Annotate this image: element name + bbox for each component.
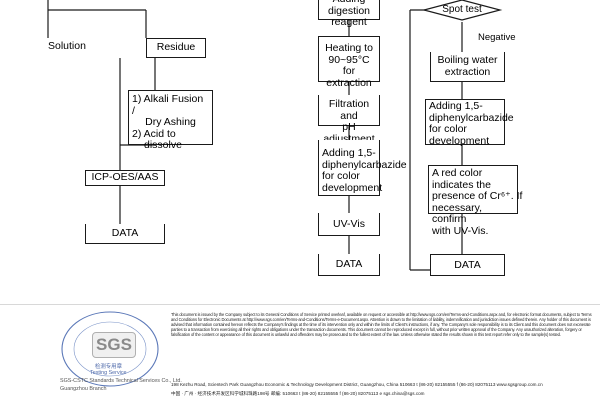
company-name-line-1: SGS-CSTC Standards Technical Services Co… [60, 378, 182, 384]
uv-vis-box: UV-Vis [318, 213, 380, 236]
residue-box: Residue [146, 38, 206, 58]
heating-line-3: extraction [326, 76, 372, 89]
alkali-fusion-box: 1) Alkali Fusion / Dry Ashing 2) Acid to… [128, 90, 213, 151]
seal-chinese-text: 检测专用章 [95, 364, 122, 370]
footer-divider [0, 304, 600, 305]
heating-line-2: 90~95°C for [328, 53, 370, 77]
testing-service-seal [61, 311, 159, 387]
digestion-line-1: Adding digestion [327, 0, 371, 17]
middle-data-box: DATA [318, 254, 380, 276]
middle-data-label: DATA [335, 258, 363, 270]
middle-adding-line-4: development [322, 181, 383, 194]
right-data-box: DATA [430, 254, 505, 276]
uv-vis-label: UV-Vis [333, 218, 365, 230]
middle-adding-line-3: for color [322, 170, 360, 182]
middle-adding-box: Adding 1,5- diphenylcarbazide for color … [318, 140, 407, 196]
heating-line-1: Heating to [325, 42, 373, 54]
red-line-1: A red color [432, 167, 483, 179]
disclaimer-text: This document is issued by the Company s… [171, 312, 592, 337]
filtration-box: Filtration and pH adjustment [318, 95, 380, 144]
heating-box: Heating to 90~95°C for extraction [318, 36, 380, 88]
seal-service-text: Testing Service [90, 370, 127, 376]
spot-test-diamond [421, 0, 503, 21]
right-adding-line-2: diphenylcarbazide [429, 111, 514, 124]
digestion-line-2: reagent [331, 16, 367, 28]
digestion-reagent-box: Adding digestion reagent [318, 0, 380, 28]
left-data-box: DATA [85, 224, 165, 244]
middle-adding-line-2: diphenylcarbazide [322, 158, 407, 171]
left-data-label: DATA [111, 227, 139, 239]
red-line-3: presence of Cr⁶⁺. If [432, 190, 523, 202]
address-line-2: 中国 · 广州 · 经济技术开发区科学城科珠路198号 邮编: 510663 t… [171, 391, 425, 396]
flowchart-connectors [47, 0, 503, 271]
right-adding-line-3: for color [429, 123, 467, 135]
middle-adding-line-1: Adding 1,5- [322, 147, 376, 159]
fusion-line-1: 1) Alkali Fusion / [132, 93, 204, 117]
solution-box: Solution [45, 38, 105, 58]
right-adding-line-4: development [429, 134, 490, 147]
negative-label: Negative [478, 32, 516, 43]
right-adding-line-1: Adding 1,5- [429, 100, 483, 112]
right-adding-box: Adding 1,5- diphenylcarbazide for color … [425, 99, 514, 147]
filtration-line-1: Filtration and [328, 98, 370, 122]
sgs-logo-text: SGS [96, 335, 132, 354]
company-name-line-2: Guangzhou Branch [60, 386, 107, 392]
icp-label: ICP-OES/AAS [91, 171, 159, 183]
red-color-box: A red color indicates the presence of Cr… [428, 165, 523, 236]
fusion-line-4: dissolve [144, 139, 182, 151]
red-line-2: indicates the [432, 178, 491, 191]
address-line-1: 198 Kezhu Road, Scientech Park Guangzhou… [171, 382, 543, 387]
icp-oes-aas-box: ICP-OES/AAS [85, 170, 165, 186]
sgs-logo: SGS [92, 332, 136, 358]
red-line-4: necessary, confirm [432, 201, 482, 225]
filtration-line-2: pH adjustment [323, 121, 375, 145]
right-data-label: DATA [454, 259, 481, 271]
residue-label: Residue [156, 41, 196, 53]
solution-label: Solution [48, 40, 86, 52]
red-line-5: with UV-Vis. [432, 224, 489, 237]
boiling-line-2: extraction [444, 65, 491, 78]
spot-test-label: Spot test [442, 4, 482, 15]
boiling-water-box: Boiling water extraction [430, 52, 505, 82]
fusion-line-2: Dry Ashing [145, 116, 196, 128]
fusion-line-3: 2) Acid to [132, 127, 176, 140]
boiling-line-1: Boiling water [437, 54, 498, 66]
